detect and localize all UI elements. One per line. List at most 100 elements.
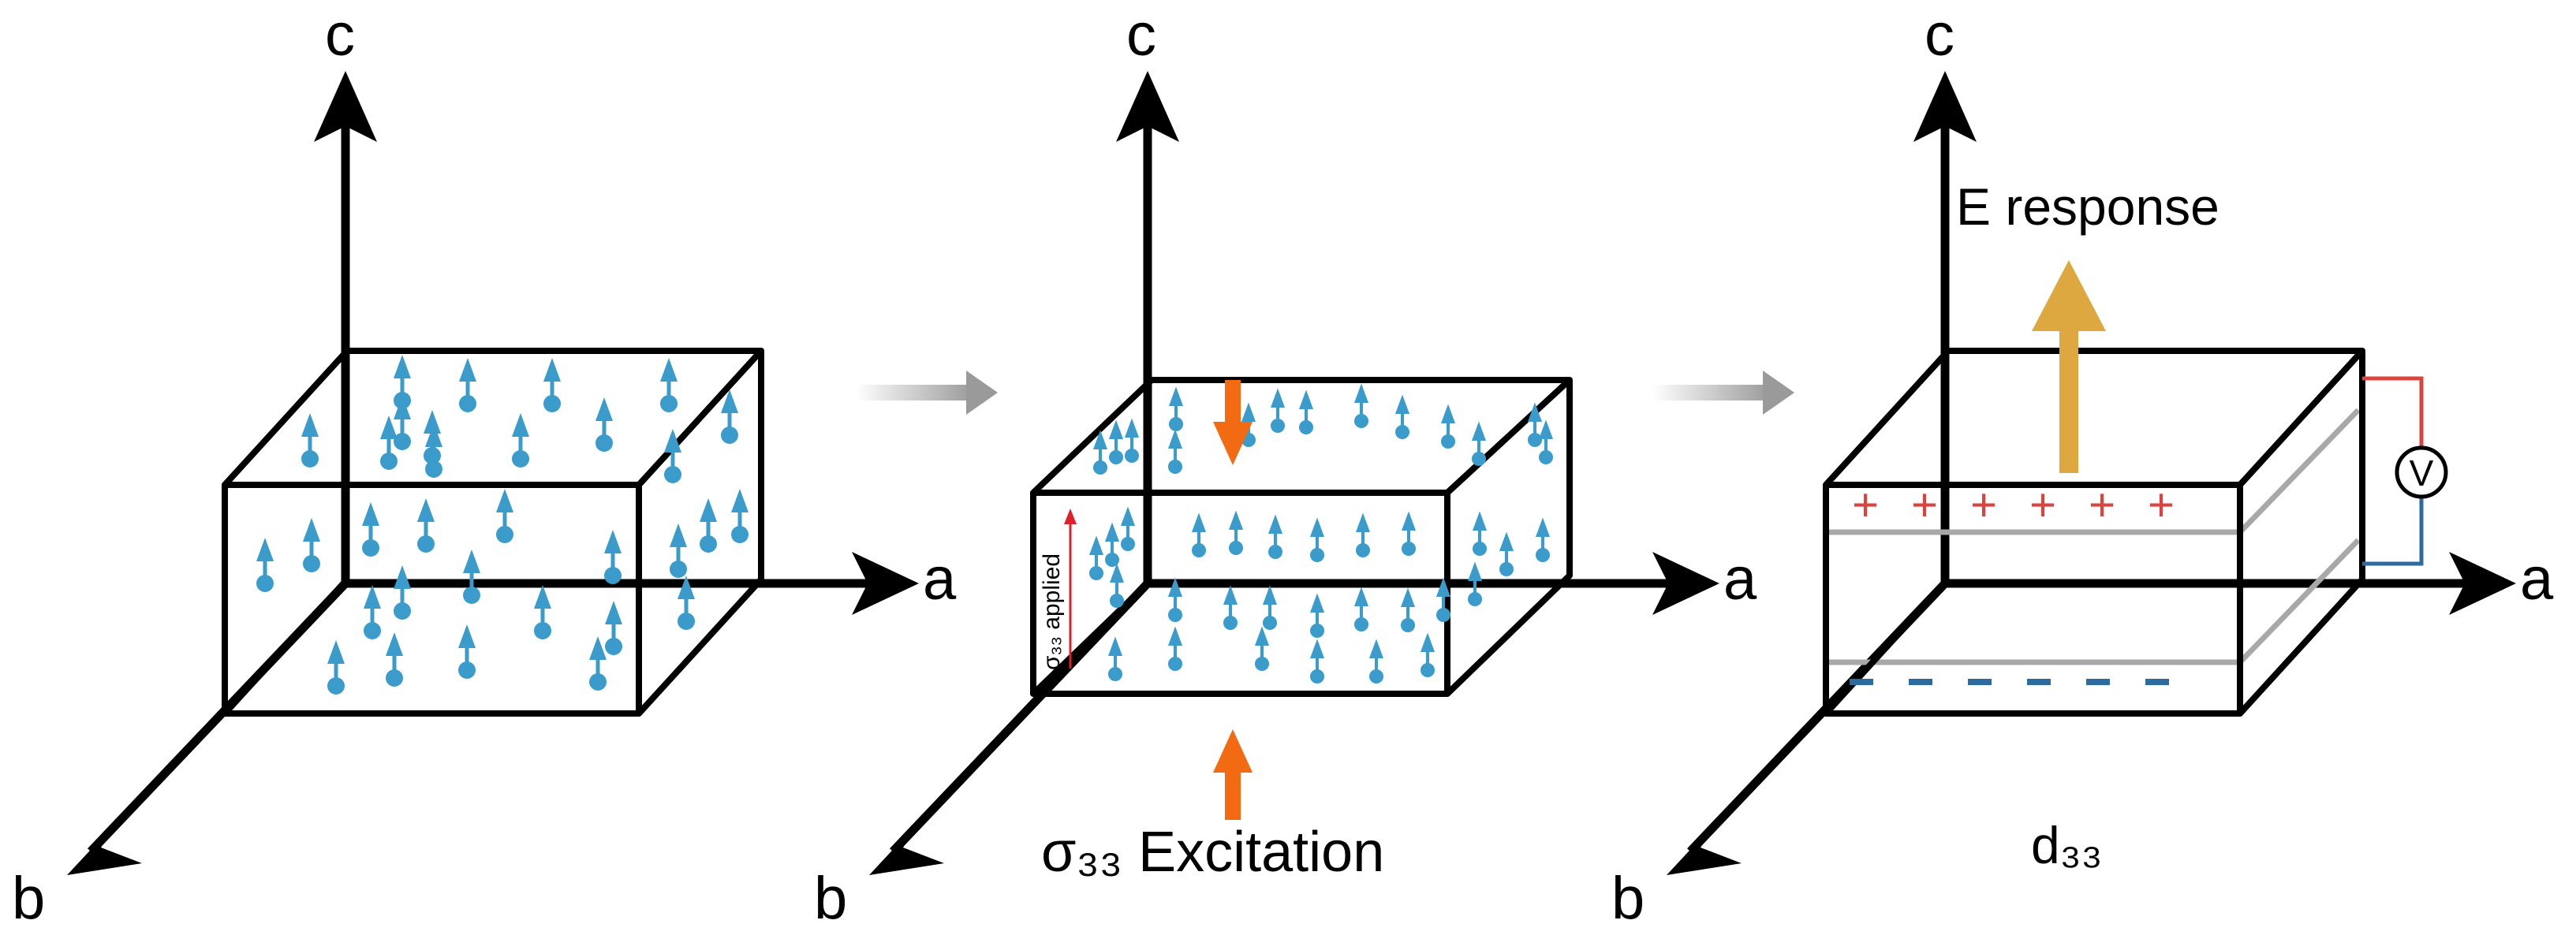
dipole-arrow-icon [463,550,480,604]
dipole-arrow-icon [1368,639,1384,684]
dipole-arrow-icon [1355,512,1371,558]
dipole-arrow-icon [731,489,749,543]
dipole-arrow-icon [1223,585,1238,631]
a-axis-arrowhead [2449,552,2516,615]
dipole-arrow-icon [380,415,398,470]
c-axis-arrowhead [314,71,377,142]
positive-charge-sign: + [1970,479,1997,531]
dipole-arrow-icon [1535,517,1551,563]
dipole-arrow-icon [1538,419,1554,465]
dipole-arrow-icon [1401,511,1417,557]
dipole-arrow-icon [1309,639,1325,684]
dipole-arrow-icon [1267,514,1283,560]
dipole-arrow-icon [1108,419,1124,465]
panel-2: c a b σ₃₃ applied σ₃₃ Excitation [814,2,1757,932]
panel-1-dipoles [256,355,749,695]
dipole-arrow-icon [1400,587,1416,633]
dipole-arrow-icon [1092,430,1108,475]
dipole-arrow-icon [543,358,561,412]
transition-arrow-icon [856,371,998,415]
dipole-arrow-icon [660,358,678,412]
dipole-arrow-icon [458,624,476,679]
c-axis-arrowhead [1116,71,1179,142]
positive-charge-sign: + [1911,479,1938,531]
dipole-arrow-icon [303,518,320,572]
dipole-arrow-icon [670,523,687,578]
dipole-arrow-icon [327,640,345,695]
dipole-arrow-icon [1435,577,1451,623]
b-axis-arrowhead [869,820,944,875]
stress-arrow-icon [1213,729,1253,820]
dipole-arrow-icon [1191,512,1207,558]
a-axis-arrowhead [1652,552,1719,615]
dipole-arrow-icon [1309,593,1325,639]
b-axis-arrowhead [1667,820,1742,875]
a-axis-label: a [923,546,957,613]
positive-charges: ++++++ [1852,479,2175,531]
dipole-arrow-icon [362,502,379,557]
dipole-arrow-icon [700,498,717,553]
response-arrow-icon [2032,260,2106,473]
dipole-arrow-icon [1167,577,1183,623]
dipole-arrow-icon [301,413,319,468]
voltmeter-circuit [2362,376,2424,566]
c-axis-label: c [1126,2,1156,69]
dipole-arrow-icon [1254,626,1270,672]
b-axis-label: b [12,865,45,932]
c-axis-label: c [325,2,355,69]
response-label: E response [1956,177,2219,236]
dipole-arrow-icon [256,538,274,592]
dipole-arrow-icon [425,423,442,478]
dipole-arrow-icon [589,636,607,691]
panel-3-crystal-box [1823,348,2365,717]
panel-2-dipoles [1088,383,1554,684]
dipole-arrow-icon [664,429,681,483]
dipole-arrow-icon [605,601,622,655]
dipole-arrow-icon [1124,418,1140,464]
dipole-arrow-icon [1168,386,1184,432]
panel-3: c a b ++++++ [1611,2,2554,932]
positive-charge-sign: + [2148,479,2175,531]
dipole-arrow-icon [1088,535,1104,581]
dipole-arrow-icon [1109,563,1125,609]
dipole-arrow-icon [604,530,622,584]
dipole-arrow-icon [678,576,695,630]
voltmeter-icon: V [2395,445,2448,499]
b-axis-label: b [1611,865,1645,932]
b-axis-label: b [814,865,847,932]
stress-arrow-icon [1213,380,1253,465]
dipole-arrow-icon [1309,517,1325,563]
dipole-arrow-icon [534,585,551,639]
panel-1: c a b [12,2,957,932]
applied-stress-indicator: σ₃₃ applied [1039,509,1077,670]
dipole-arrow-icon [1527,402,1543,448]
dipole-arrow-icon [1440,404,1456,449]
dipole-arrow-icon [1262,585,1278,631]
dipole-arrow-icon [1499,531,1514,577]
dipole-arrow-icon [1270,388,1286,434]
positive-charge-sign: + [1852,479,1879,531]
dipole-arrow-icon [1467,561,1483,607]
dipole-arrow-icon [1471,421,1487,467]
electrode-planes [1826,408,2361,665]
dipole-arrow-icon [1120,506,1136,552]
a-axis-arrowhead [852,552,919,615]
panel-1-crystal-box [222,348,764,717]
dipole-arrow-icon [386,632,403,687]
dipole-arrow-icon [1420,632,1435,678]
dipole-arrow-icon [1394,394,1410,440]
c-axis-label: c [1925,2,1954,69]
c-axis-arrowhead [1913,71,1977,142]
dipole-arrow-icon [512,413,529,468]
dipole-arrow-icon [1107,636,1123,682]
coefficient-label: d₃₃ [2031,816,2102,874]
dipole-arrow-icon [1353,587,1369,632]
dipole-arrow-icon [394,565,411,620]
positive-charge-sign: + [2029,479,2056,531]
dipole-arrow-icon [417,498,435,553]
dipole-arrow-icon [364,585,381,639]
a-axis-label: a [1723,546,1757,613]
dipole-arrow-icon [1167,626,1183,672]
excitation-label: σ₃₃ Excitation [1041,821,1384,884]
